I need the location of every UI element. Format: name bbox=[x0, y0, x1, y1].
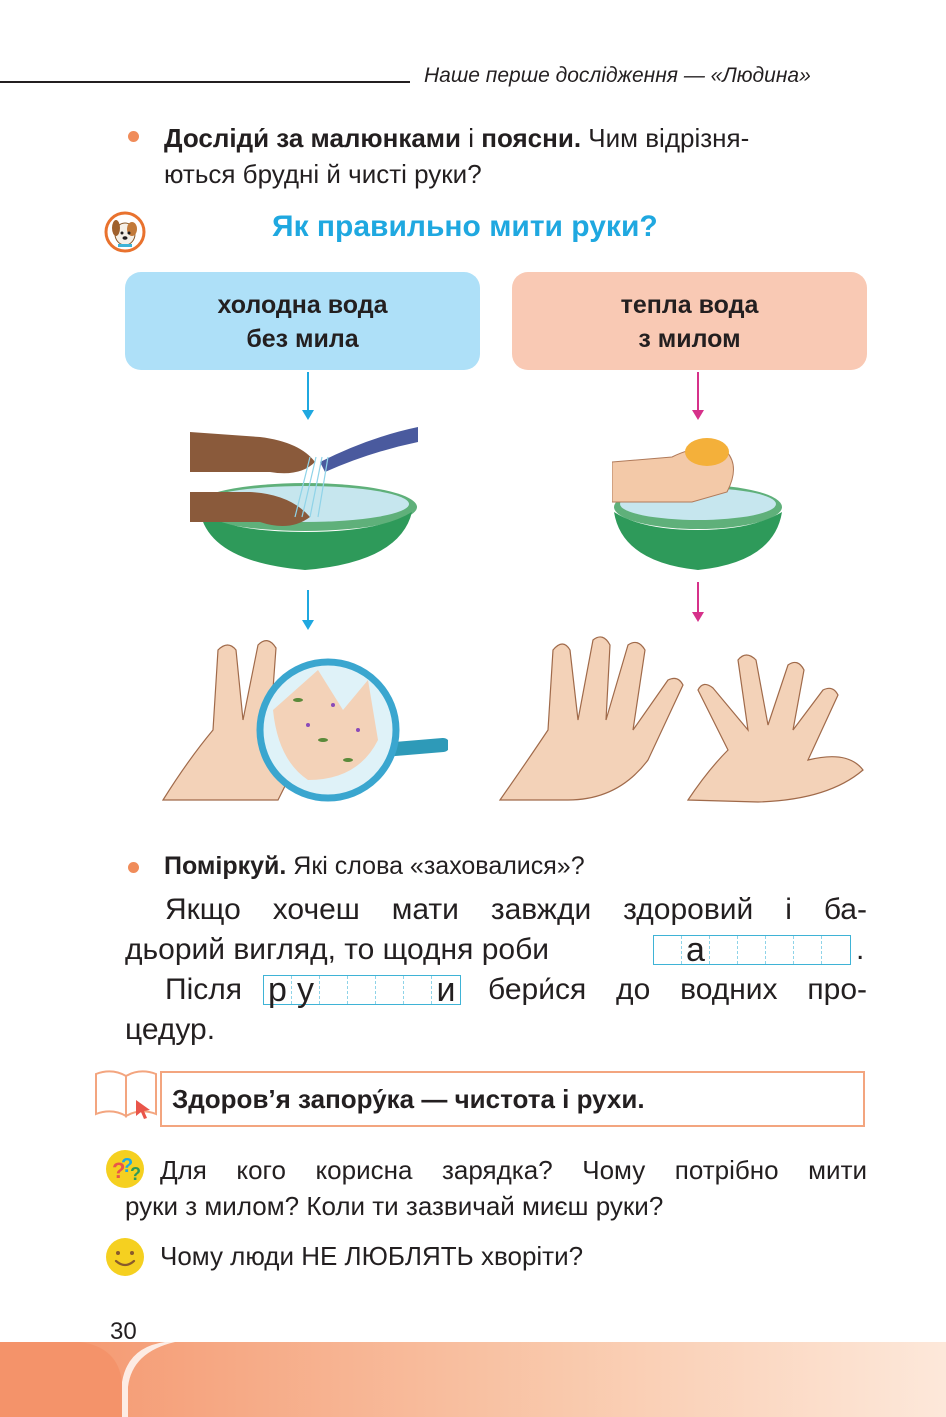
text-period: . bbox=[856, 933, 865, 966]
running-title: Наше перше дослідження — «Людина» bbox=[424, 64, 811, 87]
question2-caps: НЕ ЛЮБЛЯТЬ bbox=[301, 1241, 474, 1271]
letter-cell[interactable] bbox=[376, 976, 404, 1004]
letter-cell[interactable] bbox=[794, 936, 822, 964]
page-number: 30 bbox=[110, 1318, 137, 1345]
footer-band bbox=[0, 1342, 946, 1417]
letter-cell[interactable] bbox=[348, 976, 376, 1004]
task2-bold: Поміркуй. bbox=[164, 852, 287, 880]
text-paragraph2-line2: цедур. bbox=[125, 1013, 216, 1046]
letter-cell[interactable]: а bbox=[682, 933, 710, 967]
text-paragraph1-line1: Якщо хочеш мати завжди здоровий і ба- bbox=[165, 893, 867, 926]
question2-start: Чому люди bbox=[160, 1241, 302, 1271]
svg-text:?: ? bbox=[121, 1155, 133, 1177]
letter-cell[interactable] bbox=[710, 936, 738, 964]
svg-text:?: ? bbox=[130, 1164, 141, 1184]
text-paragraph2-end: бери́ся до водних про- bbox=[488, 973, 867, 1006]
cold-water-washing-illustration bbox=[190, 427, 418, 570]
svg-text:?: ? bbox=[112, 1158, 125, 1183]
motto-box bbox=[160, 1071, 865, 1127]
task1-rest: Чим відрізня- bbox=[581, 123, 750, 153]
smiley-icon bbox=[106, 1238, 144, 1276]
letter-cell[interactable]: и bbox=[436, 971, 456, 1009]
arrow-down-icon bbox=[302, 590, 314, 630]
cold-card-line1: холодна вода bbox=[217, 291, 388, 319]
task1-bold-2: поясни. bbox=[481, 123, 582, 153]
question1-line1: Для кого корисна зарядка? Чому потрібно … bbox=[160, 1155, 867, 1185]
warm-water-card: тепла вода з милом bbox=[512, 272, 867, 370]
question-marks-icon: ? ? ? bbox=[106, 1150, 144, 1188]
letter-cell[interactable]: р bbox=[264, 973, 292, 1007]
warm-card-line1: тепла вода bbox=[620, 291, 759, 319]
letter-cell[interactable] bbox=[822, 936, 850, 964]
text-paragraph2-start: Після bbox=[165, 973, 242, 1006]
question2: Чому люди НЕ ЛЮБЛЯТЬ хворіти? bbox=[160, 1238, 583, 1274]
arrow-down-icon bbox=[302, 372, 314, 420]
letter-cell[interactable] bbox=[404, 976, 432, 1004]
text-paragraph1-line2: дьорий вигляд, то щодня роби bbox=[125, 933, 550, 966]
warm-card-line2: з милом bbox=[638, 325, 741, 353]
hidden-word-2-cells[interactable]: р у и bbox=[263, 971, 461, 1009]
soap-washing-illustration bbox=[612, 438, 782, 570]
task1-bold-1: Досліди́ за малюнками bbox=[164, 123, 462, 153]
arrow-down-icon bbox=[692, 372, 704, 420]
letter-cell[interactable] bbox=[766, 936, 794, 964]
header-rule bbox=[0, 81, 410, 83]
motto-text: Здоров’я запору́ка — чистота і рухи. bbox=[172, 1084, 645, 1114]
letter-cell[interactable] bbox=[320, 976, 348, 1004]
open-book-icon bbox=[95, 1070, 157, 1119]
clean-hands-illustration bbox=[498, 636, 864, 803]
question2-end: хворіти? bbox=[473, 1241, 584, 1271]
letter-cell[interactable] bbox=[738, 936, 766, 964]
question1-line2: руки з милом? Коли ти зазвичай миєш руки… bbox=[125, 1191, 664, 1221]
task2-rest: Які слова «заховалися»? bbox=[286, 852, 585, 880]
bullet-icon bbox=[128, 862, 139, 873]
letter-cell[interactable]: у bbox=[292, 973, 320, 1007]
task1-line2: ються брудні й чисті руки? bbox=[164, 159, 482, 189]
hidden-word-1-cells[interactable]: а bbox=[653, 933, 851, 967]
bullet-icon bbox=[128, 131, 139, 142]
dirty-hand-magnifier-illustration bbox=[161, 640, 448, 802]
task1-conj: і bbox=[461, 123, 482, 153]
arrow-down-icon bbox=[692, 582, 704, 622]
cold-card-line2: без мила bbox=[246, 325, 359, 353]
letter-cell[interactable] bbox=[654, 936, 682, 964]
cold-water-card: холодна вода без мила bbox=[125, 272, 480, 370]
dog-icon bbox=[104, 211, 146, 253]
task2-instruction: Поміркуй. Які слова «заховалися»? bbox=[164, 852, 585, 881]
task1-line1: Досліди́ за малюнками і поясни. Чим відр… bbox=[164, 120, 749, 156]
section-title: Як правильно мити руки? bbox=[272, 210, 658, 243]
